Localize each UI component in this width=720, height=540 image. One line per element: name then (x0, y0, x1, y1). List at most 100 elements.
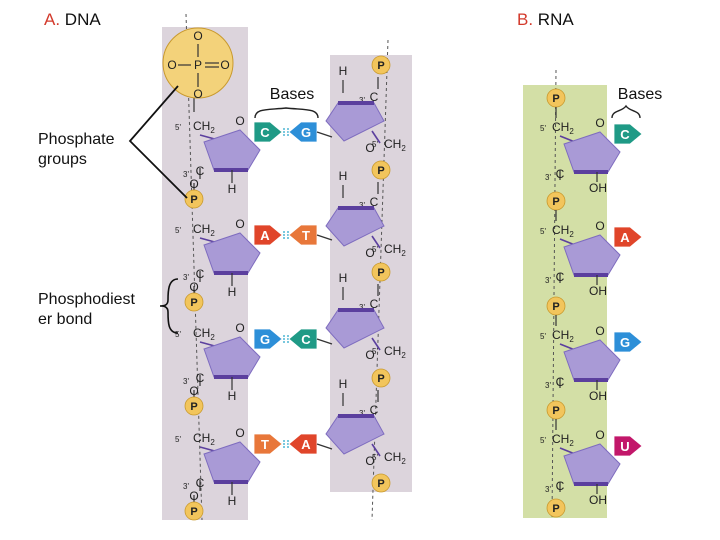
rna-nucleotide-1-phosphate-letter: P (552, 93, 559, 105)
dna-base-pair-2-base-left (253, 224, 283, 246)
phosphate-pointer-lines (128, 85, 188, 199)
phosphodiester-line-1: Phosphodiest (38, 291, 135, 308)
rna-nucleotide-4-prime5: 5' (540, 436, 546, 445)
dna-left-nucleotide-3-c3: C (196, 371, 205, 385)
dna-right-nucleotide-3-ch2-ch: CH (384, 344, 401, 358)
dna-left-nucleotide-1-sugar (203, 129, 261, 171)
dna-right-nucleotide-1-ch2-sub: 2 (401, 144, 406, 153)
rna-nucleotide-3-ch2: CH2 (552, 328, 574, 344)
dna-right-nucleotide-1-ch2-ch: CH (384, 137, 401, 151)
dna-right-nucleotide-1-phosphate (371, 55, 391, 75)
dna-right-nucleotide-3-ch2: CH2 (384, 344, 406, 360)
highlight-oxygen-right: O (220, 58, 229, 72)
rna-nucleotide-3-prime5: 5' (540, 332, 546, 341)
dna-left-nucleotide-1-phosphate-letter: P (190, 194, 197, 206)
dna-right-nucleotide-3-c3: C (370, 297, 379, 311)
dna-left-nucleotide-4-sugar (203, 441, 261, 483)
dna-left-nucleotide-4-prime5: 5' (175, 435, 181, 444)
dna-left-nucleotide-2-sugar-oxygen: O (235, 217, 244, 231)
dna-base-pair-2-base-left-letter: A (260, 228, 270, 243)
rna-nucleotide-4-sugar (563, 443, 621, 485)
rna-nucleotide-2-phosphate-letter: P (552, 196, 559, 208)
phosphate-groups-line-1: Phosphate (38, 131, 115, 148)
dna-left-dashed-axis (185, 13, 203, 521)
dna-left-nucleotide-4-o3: O (189, 489, 198, 503)
rna-nucleotide-1-base (613, 123, 643, 145)
rna-nucleotide-3-base-letter: G (620, 335, 630, 350)
dna-right-nucleotide-2-ch2-ch: CH (384, 242, 401, 256)
dna-right-nucleotide-1-ch2: CH2 (384, 137, 406, 153)
rna-nucleotide-3-prime3: 3' (545, 381, 551, 390)
dna-base-pair-4-base-left-letter: T (261, 437, 269, 452)
dna-right-nucleotide-4-sugar-oxygen: O (365, 454, 374, 468)
rna-nucleotide-4-prime3: 3' (545, 485, 551, 494)
dna-left-nucleotide-1-ch2-ch: CH (193, 119, 210, 133)
dna-right-nucleotide-2-sugar-oxygen: O (365, 246, 374, 260)
dna-left-nucleotide-3-h: H (228, 389, 237, 403)
dna-left-nucleotide-1-c3: C (196, 164, 205, 178)
dna-right-nucleotide-4-c3: C (370, 403, 379, 417)
rna-nucleotide-2-base-letter: A (620, 230, 630, 245)
dna-right-nucleotide-3-prime3: 3' (359, 303, 365, 312)
rna-nucleotide-4-oh: OH (589, 493, 607, 507)
rna-title-letter: B. (517, 10, 534, 29)
dna-left-nucleotide-2-c3: C (196, 267, 205, 281)
dna-right-nucleotide-3-sugar-oxygen: O (365, 348, 374, 362)
dna-left-nucleotide-4-ch2: CH2 (193, 431, 215, 447)
dna-left-nucleotide-2-prime3: 3' (183, 273, 189, 282)
dna-right-nucleotide-3-phosphate (371, 262, 391, 282)
dna-right-nucleotide-3-h: H (339, 271, 348, 285)
dna-left-nucleotide-4-h: H (228, 494, 237, 508)
rna-nucleotide-2-oh: OH (589, 284, 607, 298)
dna-right-nucleotide-2-prime3: 3' (359, 201, 365, 210)
dna-right-nucleotide-1-h: H (339, 64, 348, 78)
rna-nucleotide-2-sugar-oxygen: O (595, 219, 604, 233)
rna-nucleotide-3-oh: OH (589, 389, 607, 403)
dna-left-nucleotide-3-prime5: 5' (175, 330, 181, 339)
dna-left-nucleotide-4-sugar-oxygen: O (235, 426, 244, 440)
phosphodiester-line-2: er bond (38, 311, 93, 328)
phosphate-groups-label: Phosphate groups (38, 130, 115, 170)
dna-right-nucleotide-4-prime5: 5' (372, 453, 378, 462)
highlight-oxygen-left: O (167, 58, 176, 72)
rna-nucleotide-3-phosphate-letter: P (552, 301, 559, 313)
rna-nucleotide-1-c3: C (556, 167, 565, 181)
dna-base-pair-1-base-right (288, 121, 318, 143)
dna-left-nucleotide-1-prime5: 5' (175, 123, 181, 132)
dna-right-nucleotide-2-h: H (339, 169, 348, 183)
dna-left-nucleotide-3-o3: O (189, 384, 198, 398)
dna-right-nucleotide-3-phosphate-letter: P (377, 267, 384, 279)
rna-nucleotide-4-ch2: CH2 (552, 432, 574, 448)
rna-nucleotide-3-ch2-sub: 2 (569, 335, 574, 344)
dna-left-nucleotide-3-sugar-oxygen: O (235, 321, 244, 335)
dna-left-nucleotide-2-ch2-sub: 2 (210, 229, 215, 238)
dna-right-bottom-phosphate-letter: P (377, 478, 384, 490)
dna-right-nucleotide-4-phosphate (371, 368, 391, 388)
highlight-oxygen-top: O (193, 29, 202, 43)
rna-nucleotide-1-prime5: 5' (540, 124, 546, 133)
dna-right-bottom-phosphate (371, 473, 391, 493)
dna-right-nucleotide-2-ch2: CH2 (384, 242, 406, 258)
dna-base-pair-1-base-left (253, 121, 283, 143)
highlight-phosphorus: P (194, 58, 202, 72)
rna-nucleotide-1-base-letter: C (620, 127, 630, 142)
dna-left-nucleotide-3-ch2: CH2 (193, 326, 215, 342)
phosphodiester-brace (159, 278, 179, 334)
bases-label-rna: Bases (618, 86, 662, 103)
dna-base-pair-2-sugar-link-right (316, 234, 333, 241)
phosphodiester-bond-label: Phosphodiest er bond (38, 290, 135, 330)
rna-nucleotide-4-phosphate-letter: P (552, 405, 559, 417)
dna-right-nucleotide-2-ch2-sub: 2 (401, 249, 406, 258)
dna-right-nucleotide-3-link (371, 337, 381, 351)
dna-base-pair-4-base-right (288, 433, 318, 455)
rna-bottom-phosphate-letter: P (552, 503, 559, 515)
rna-nucleotide-4-ch2-ch: CH (552, 432, 569, 446)
rna-nucleotide-2-prime5: 5' (540, 227, 546, 236)
rna-nucleotide-3-base (613, 331, 643, 353)
dna-left-nucleotide-1-ch2: CH2 (193, 119, 215, 135)
dna-left-nucleotide-2-o3: O (189, 280, 198, 294)
dna-left-nucleotide-2-phosphate (184, 292, 204, 312)
dna-left-nucleotide-1-phosphate (184, 189, 204, 209)
rna-nucleotide-1-sugar-oxygen: O (595, 116, 604, 130)
